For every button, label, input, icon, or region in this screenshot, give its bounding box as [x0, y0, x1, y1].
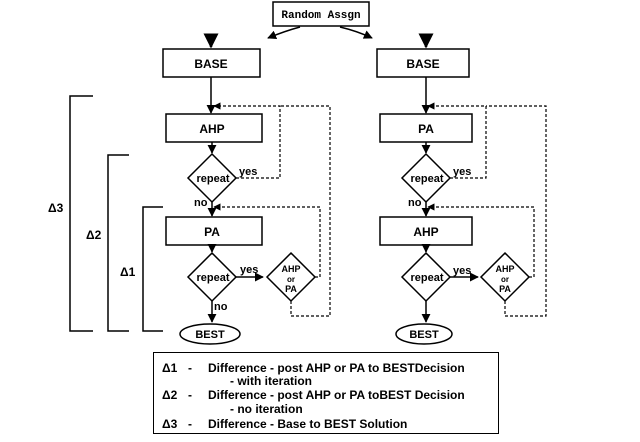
right-repeat2-decision: repeat — [400, 251, 452, 303]
right-best-label: BEST — [409, 329, 439, 341]
legend-d2-dash: - — [188, 388, 192, 402]
left-method2-label: PA — [204, 225, 220, 239]
right-no1-label: no — [408, 197, 422, 209]
right-flow: BASE PA repeat yes no AHP repeat yes AHP — [376, 33, 547, 345]
legend-row-d1: Δ1 - Difference - post AHP or PA to BEST… — [154, 361, 498, 375]
bracket-d2: Δ2 — [86, 154, 129, 332]
left-base-node: BASE — [162, 48, 261, 78]
left-repeat1-decision: repeat — [186, 152, 238, 204]
right-yes1-label: yes — [453, 166, 471, 178]
bracket-d2-label: Δ2 — [86, 228, 102, 242]
left-no2-label: no — [214, 301, 228, 313]
left-yes2-label: yes — [240, 264, 258, 276]
legend-d1-subtext: - with iteration — [230, 374, 312, 388]
right-yes2-label: yes — [453, 265, 471, 277]
left-best-label: BEST — [195, 329, 225, 341]
right-repeat2-label: repeat — [410, 272, 443, 284]
random-assignment-label: Random Assgn — [281, 10, 360, 22]
branch-left — [267, 26, 301, 40]
right-ahp-or-pa-line2: or — [501, 275, 509, 284]
right-base-node: BASE — [376, 48, 470, 78]
random-assignment-node: Random Assgn — [272, 1, 370, 27]
legend-d2-subtext: - no iteration — [230, 402, 303, 416]
right-best-node: BEST — [395, 323, 453, 345]
bracket-d1-label: Δ1 — [120, 265, 136, 279]
legend-d2-text: Difference - post AHP or PA toBEST Decis… — [208, 388, 465, 402]
left-repeat2-decision: repeat — [186, 251, 238, 303]
left-repeat2-label: repeat — [196, 272, 229, 284]
left-best-node: BEST — [179, 323, 241, 345]
left-flow: BASE AHP repeat yes no PA repeat yes AHP — [162, 33, 331, 345]
branch-right — [339, 26, 373, 39]
bracket-d1: Δ1 — [120, 206, 163, 332]
legend-d1-text: Difference - post AHP or PA to BESTDecis… — [208, 361, 465, 375]
left-ahp-or-pa-line2: or — [287, 275, 295, 284]
legend-row-d2-sub: - no iteration — [154, 402, 498, 416]
right-method2-node: AHP — [379, 216, 473, 246]
left-no1-label: no — [194, 197, 208, 209]
left-ahp-or-pa-line1: AHP — [281, 264, 300, 274]
legend-d3-text: Difference - Base to BEST Solution — [208, 417, 408, 431]
legend-box: Δ1 - Difference - post AHP or PA to BEST… — [153, 352, 499, 434]
left-ahp-or-pa-line3: PA — [285, 284, 297, 294]
legend-d3-symbol: Δ3 — [162, 417, 178, 431]
left-method2-node: PA — [165, 216, 263, 246]
right-repeat1-label: repeat — [410, 173, 443, 185]
bracket-d3-label: Δ3 — [48, 201, 64, 215]
legend-d3-dash: - — [188, 417, 192, 431]
right-ahp-or-pa-decision: AHP or PA — [479, 251, 531, 303]
legend-d1-dash: - — [188, 361, 192, 375]
right-base-label: BASE — [406, 57, 439, 71]
right-method2-label: AHP — [413, 225, 438, 239]
left-base-label: BASE — [194, 57, 227, 71]
right-ahp-or-pa-line3: PA — [499, 284, 511, 294]
left-ahp-or-pa-decision: AHP or PA — [265, 251, 317, 303]
legend-d2-symbol: Δ2 — [162, 388, 178, 402]
right-method1-node: PA — [379, 113, 473, 143]
legend-row-d3: Δ3 - Difference - Base to BEST Solution — [154, 417, 498, 431]
legend-row-d1-sub: - with iteration — [154, 374, 498, 388]
left-method1-node: AHP — [165, 113, 263, 143]
bracket-d3: Δ3 — [48, 95, 93, 332]
left-yes1-label: yes — [239, 166, 257, 178]
right-method1-label: PA — [418, 122, 434, 136]
left-repeat1-label: repeat — [196, 173, 229, 185]
right-ahp-or-pa-line1: AHP — [495, 264, 514, 274]
right-repeat1-decision: repeat — [400, 152, 452, 204]
legend-row-d2: Δ2 - Difference - post AHP or PA toBEST … — [154, 388, 498, 402]
left-method1-label: AHP — [199, 122, 224, 136]
legend-d1-symbol: Δ1 — [162, 361, 178, 375]
